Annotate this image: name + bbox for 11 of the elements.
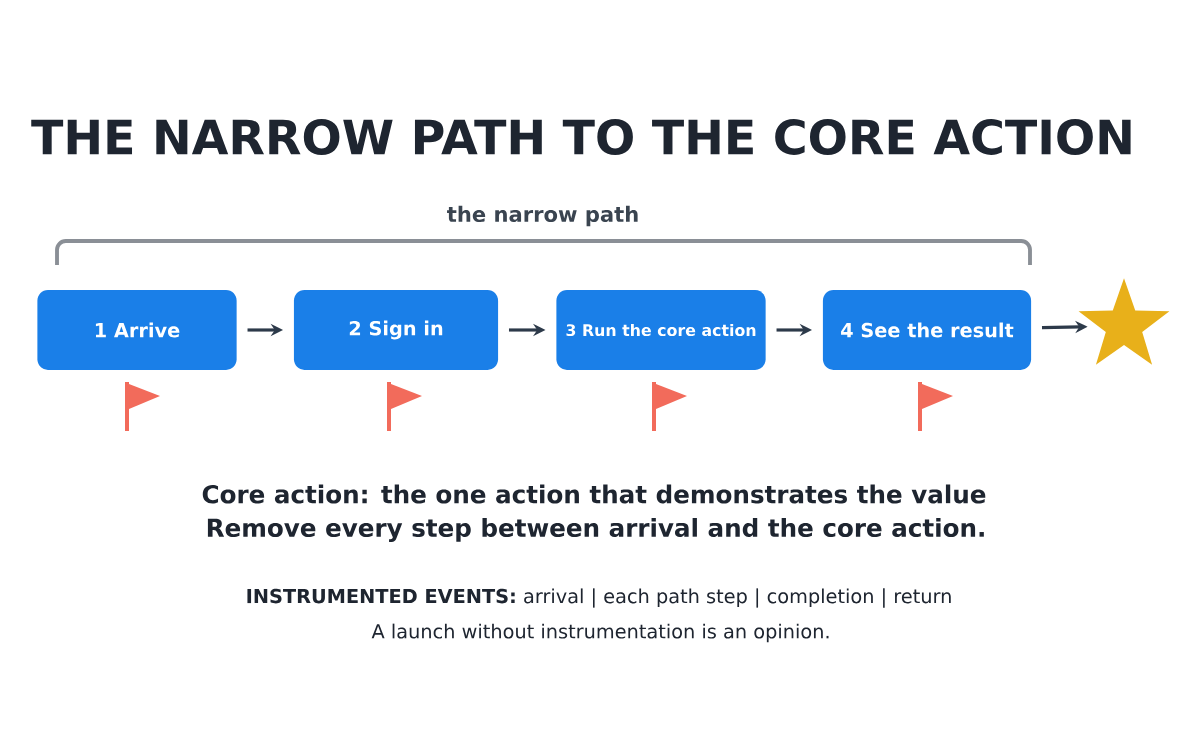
definition-text: Core action: the one action that demonstrates the value bbox=[202, 484, 986, 504]
instruction-text: Remove every step between arrival and the core action. bbox=[207, 518, 984, 542]
title: THE NARROW PATH TO THE CORE ACTION bbox=[31, 119, 1131, 155]
bracket-label: the narrow path bbox=[447, 205, 638, 227]
process-box: 3 Run the core action bbox=[556, 290, 766, 370]
process-box: 1 Arrive bbox=[37, 290, 237, 370]
process-box: 4 See the result bbox=[822, 290, 1032, 370]
process-box: 2 Sign in bbox=[293, 290, 499, 370]
star-icon bbox=[1078, 278, 1170, 365]
events-text: INSTRUMENTED EVENTS: arrival | each path step | completion | return bbox=[247, 588, 951, 608]
note-text: A launch without instrumentation is an opinion. bbox=[371, 623, 829, 643]
